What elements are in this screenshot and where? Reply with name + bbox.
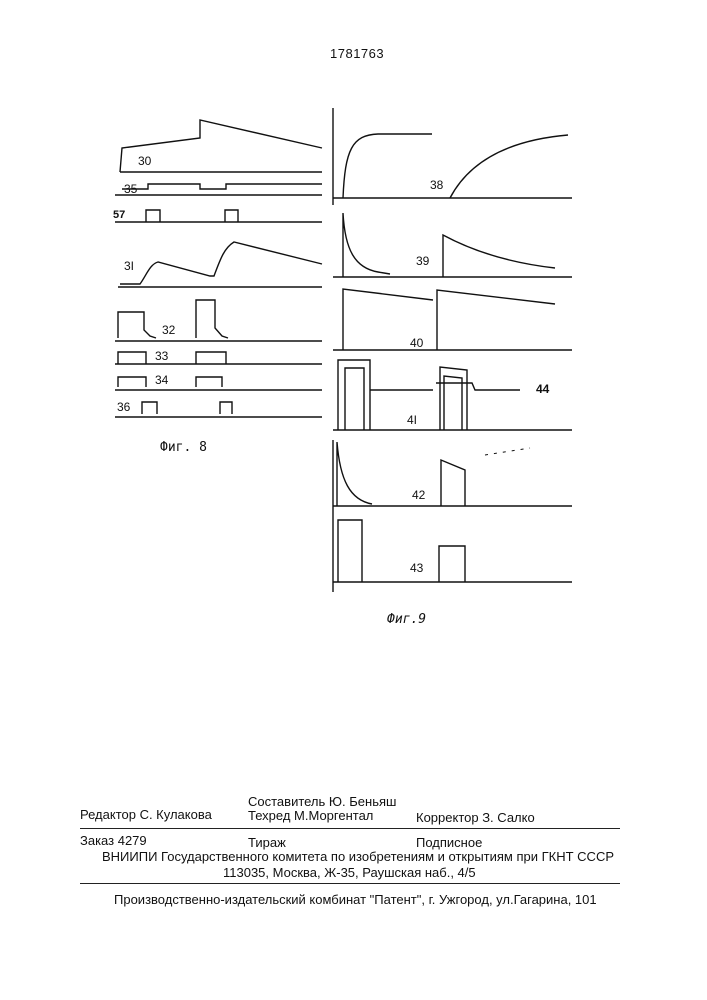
fig9-pulse-41a-inner: [345, 368, 364, 430]
fig9-pulse-41b-inner: [444, 376, 462, 430]
waveform-figures: [0, 0, 707, 640]
institute-line: ВНИИПИ Государственного комитета по изоб…: [102, 849, 614, 864]
label-39: 39: [416, 254, 429, 268]
fig9-waveform-38a: [343, 134, 432, 198]
editor-line: Редактор С. Кулакова: [80, 807, 212, 822]
subscription-label: Подписное: [416, 835, 482, 850]
label-44: 44: [536, 382, 549, 396]
fig9-pulse-41a-outer: [338, 360, 370, 430]
label-40: 40: [410, 336, 423, 350]
scan-mark: [485, 448, 530, 455]
fig9-level-44b: [436, 383, 520, 390]
fig8-pulse-34b: [196, 377, 222, 387]
label-35: 35: [124, 182, 137, 196]
fig9-waveform-42b: [441, 460, 465, 506]
label-32: 32: [162, 323, 175, 337]
fig9-waveform-42a: [337, 442, 372, 506]
fig8-caption: Фиг. 8: [160, 440, 207, 455]
fig9-waveform-40b: [437, 290, 555, 350]
fig9-waveform-38b: [450, 135, 568, 198]
label-57: 57: [113, 209, 125, 221]
compiler-line: Составитель Ю. Беньяш: [248, 794, 396, 809]
fig9-pulse-43b: [439, 546, 465, 582]
fig8-pulse-36a: [142, 402, 157, 414]
fig8-pulse-36b: [220, 402, 232, 414]
label-33: 33: [155, 349, 168, 363]
fig8-pulse-34a: [118, 377, 146, 387]
publisher-line: Производственно-издательский комбинат "П…: [114, 892, 597, 907]
label-36: 36: [117, 400, 130, 414]
fig8-pulse-33a: [118, 352, 146, 364]
fig8-pulse-33b: [196, 352, 226, 364]
techred-line: Техред М.Моргентал: [248, 808, 373, 823]
label-31: 3I: [124, 259, 134, 273]
label-38: 38: [430, 178, 443, 192]
label-34: 34: [155, 373, 168, 387]
fig9-pulse-43a: [338, 520, 362, 582]
circulation-label: Тираж: [248, 835, 286, 850]
order-number: Заказ 4279: [80, 833, 147, 848]
fig8-pulse-57a: [146, 210, 160, 222]
fig9-waveform-39a: [343, 213, 390, 277]
proofreader-line: Корректор З. Салко: [416, 810, 535, 825]
fig8-pulse-32a: [118, 312, 156, 338]
fig8-waveform-31: [120, 242, 322, 284]
label-42: 42: [412, 488, 425, 502]
label-30: 30: [138, 154, 151, 168]
fig8-pulse-57b: [225, 210, 238, 222]
fig9-diagram: [333, 108, 572, 592]
fig8-waveform-35: [122, 184, 322, 189]
fig9-caption: Фиг.9: [387, 612, 426, 627]
imprint-divider-top: [80, 828, 620, 829]
fig9-waveform-39b: [443, 235, 555, 277]
fig8-pulse-32b: [196, 300, 228, 338]
address-line: 113035, Москва, Ж-35, Раушская наб., 4/5: [223, 865, 476, 880]
imprint-divider-bottom: [80, 883, 620, 884]
label-41: 4I: [407, 413, 417, 427]
label-43: 43: [410, 561, 423, 575]
